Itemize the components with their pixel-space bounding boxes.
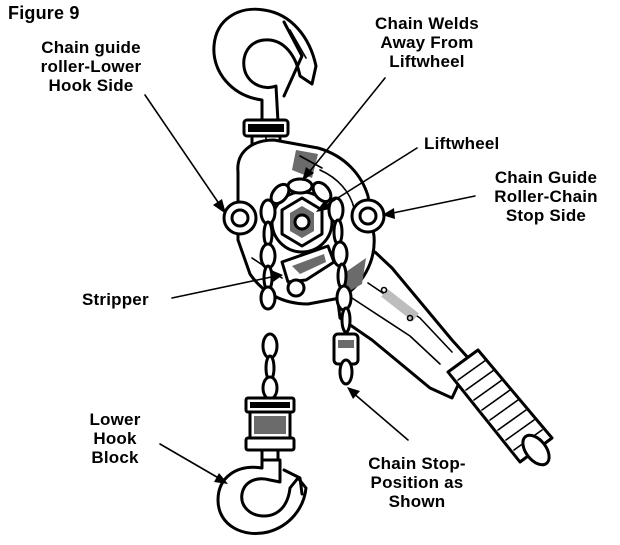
lower-hook <box>216 458 308 535</box>
leader-chain-guide-lower <box>144 94 226 214</box>
chain-left <box>259 198 277 311</box>
label-liftwheel: Liftwheel <box>424 134 500 153</box>
label-chain-guide-stop: Chain Guide Roller-Chain Stop Side <box>494 168 598 225</box>
figure-title: Figure 9 <box>8 3 80 23</box>
leader-chain-welds <box>302 77 386 181</box>
chain-guide-roller-stop <box>350 198 386 234</box>
chain-stop <box>332 332 360 386</box>
lever-handle <box>328 236 472 400</box>
label-stripper: Stripper <box>82 290 149 309</box>
label-chain-guide-lower: Chain guide roller-Lower Hook Side <box>40 38 142 95</box>
label-chain-stop: Chain Stop- Position as Shown <box>368 454 466 511</box>
leader-chain-stop <box>347 387 409 441</box>
chain-top <box>269 177 333 206</box>
label-lower-hook-block: Lower Hook Block <box>89 410 141 467</box>
label-chain-welds: Chain Welds Away From Liftwheel <box>375 14 479 71</box>
stripper <box>280 244 336 298</box>
upper-hook <box>212 7 318 124</box>
leader-stripper <box>171 270 283 299</box>
lower-chain <box>261 332 279 401</box>
leader-liftwheel <box>316 147 418 212</box>
leader-lower-hook-block <box>159 443 228 484</box>
chain-right <box>327 196 353 334</box>
leader-chain-guide-stop <box>382 195 476 219</box>
lower-hook-block <box>244 396 296 462</box>
chain-guide-roller-lower <box>222 200 258 236</box>
lever-grip <box>446 348 554 467</box>
